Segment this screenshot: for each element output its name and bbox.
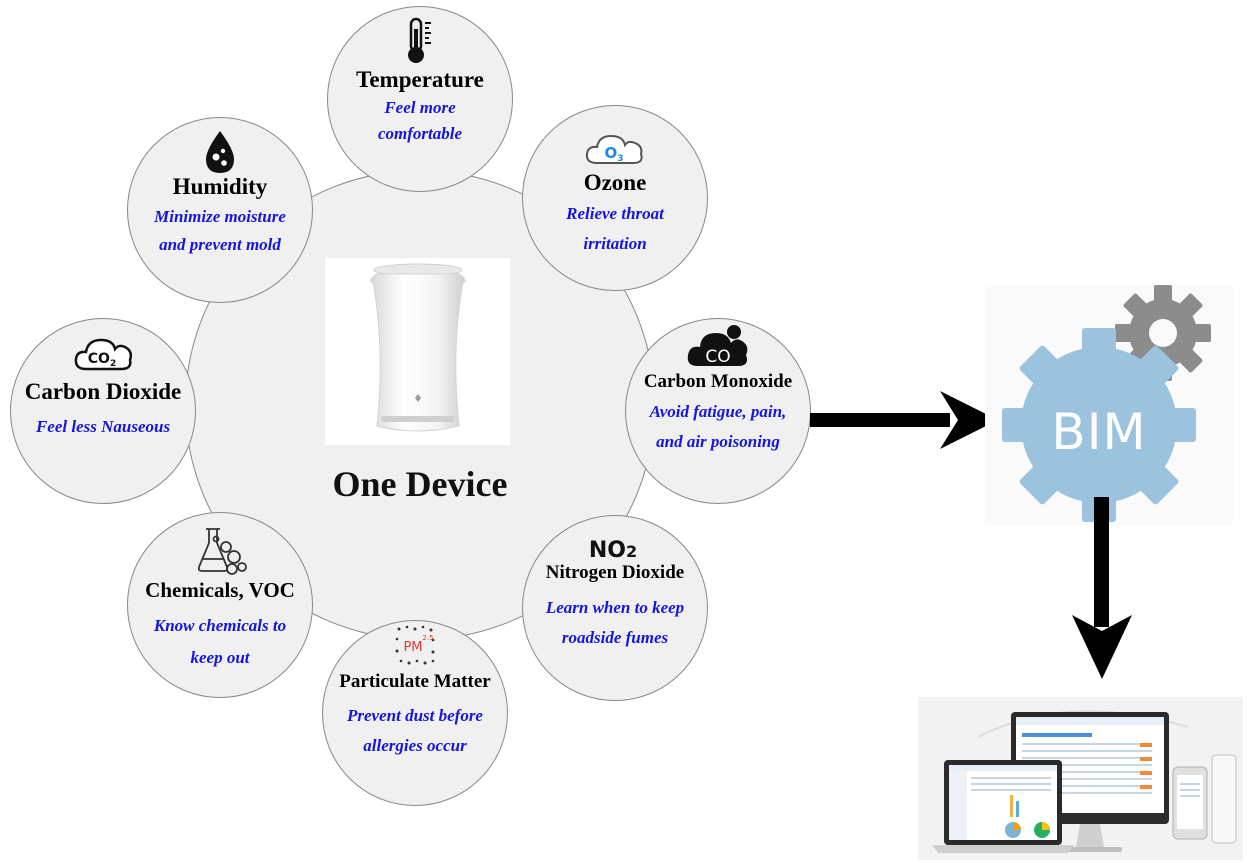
thermometer-icon	[328, 17, 512, 65]
multi-device-dashboard-icon	[932, 710, 1237, 853]
bim-panel: BIM	[985, 285, 1233, 525]
sensor-title: Carbon Dioxide	[24, 379, 182, 404]
sensor-title: Ozone	[583, 170, 647, 195]
sensor-title: Particulate Matter	[339, 671, 491, 692]
sensor-title: Carbon Monoxide	[643, 371, 793, 392]
device-image	[325, 258, 510, 445]
sensor-title: Humidity	[172, 174, 268, 199]
arrow-to-dashboard	[1072, 497, 1132, 679]
sensor-desc-line2: and prevent mold	[159, 235, 281, 254]
sensor-title: Chemicals, VOC	[145, 578, 295, 602]
pm25-icon: PM 2.5	[323, 623, 507, 667]
sensor-desc-line1: Know chemicals to	[153, 616, 287, 635]
no2-icon: NO2	[523, 533, 707, 563]
svg-text:NO2: NO2	[589, 538, 637, 563]
co2-cloud-icon: CO2	[11, 333, 195, 373]
sensor-particulate-matter: PM 2.5 Particulate Matter Prevent dust b…	[322, 620, 508, 806]
sensor-carbon-monoxide: CO Carbon Monoxide Avoid fatigue, pain, …	[625, 318, 811, 504]
sensor-desc-line2: irritation	[583, 234, 647, 253]
sensor-desc-line2: roadside fumes	[561, 628, 669, 647]
sensor-title: Temperature	[356, 67, 484, 92]
sensor-ozone: O3 Ozone Relieve throat irritation	[522, 105, 708, 291]
sensor-title: Nitrogen Dioxide	[545, 562, 685, 583]
arrow-to-bim	[810, 391, 998, 449]
flask-icon	[128, 525, 312, 575]
sensor-desc-line2: and air poisoning	[656, 432, 780, 451]
sensor-chemicals-voc: Chemicals, VOC Know chemicals to keep ou…	[127, 512, 313, 698]
sensor-desc-line1: Feel more	[384, 98, 456, 117]
svg-text:2.5: 2.5	[422, 634, 433, 642]
co-cloud-icon: CO	[626, 323, 810, 369]
sensor-desc-line1: Relieve throat	[566, 204, 664, 223]
sensor-temperature: Temperature Feel more comfortable	[327, 6, 513, 192]
svg-text:CO: CO	[705, 347, 730, 367]
sensor-carbon-dioxide: CO2 Carbon Dioxide Feel less Nauseous	[10, 318, 196, 504]
sensor-desc-line2: keep out	[190, 648, 250, 667]
sensor-desc-line1: Feel less Nauseous	[35, 417, 171, 436]
air-quality-monitor-icon	[370, 263, 466, 432]
svg-text:PM: PM	[403, 640, 422, 655]
svg-text:CO2: CO2	[88, 351, 116, 369]
sensor-desc-line1: Learn when to keep	[545, 598, 685, 617]
gear-icon	[1002, 285, 1211, 522]
sensor-desc-line1: Minimize moisture	[154, 207, 286, 226]
sensor-humidity: Humidity Minimize moisture and prevent m…	[127, 117, 313, 303]
dashboard-devices-image	[918, 697, 1243, 860]
sensor-desc-line2: comfortable	[377, 124, 463, 143]
ozone-cloud-icon: O3	[523, 131, 707, 167]
sensor-desc-line1: Prevent dust before	[347, 706, 483, 725]
sensor-desc-line2: allergies occur	[363, 736, 467, 755]
center-label: One Device	[332, 464, 508, 504]
bim-label: BIM	[1051, 403, 1147, 461]
sensor-nitrogen-dioxide: NO2 Nitrogen Dioxide Learn when to keep …	[522, 515, 708, 701]
water-drop-icon	[128, 128, 312, 176]
sensor-desc-line1: Avoid fatigue, pain,	[649, 402, 787, 421]
